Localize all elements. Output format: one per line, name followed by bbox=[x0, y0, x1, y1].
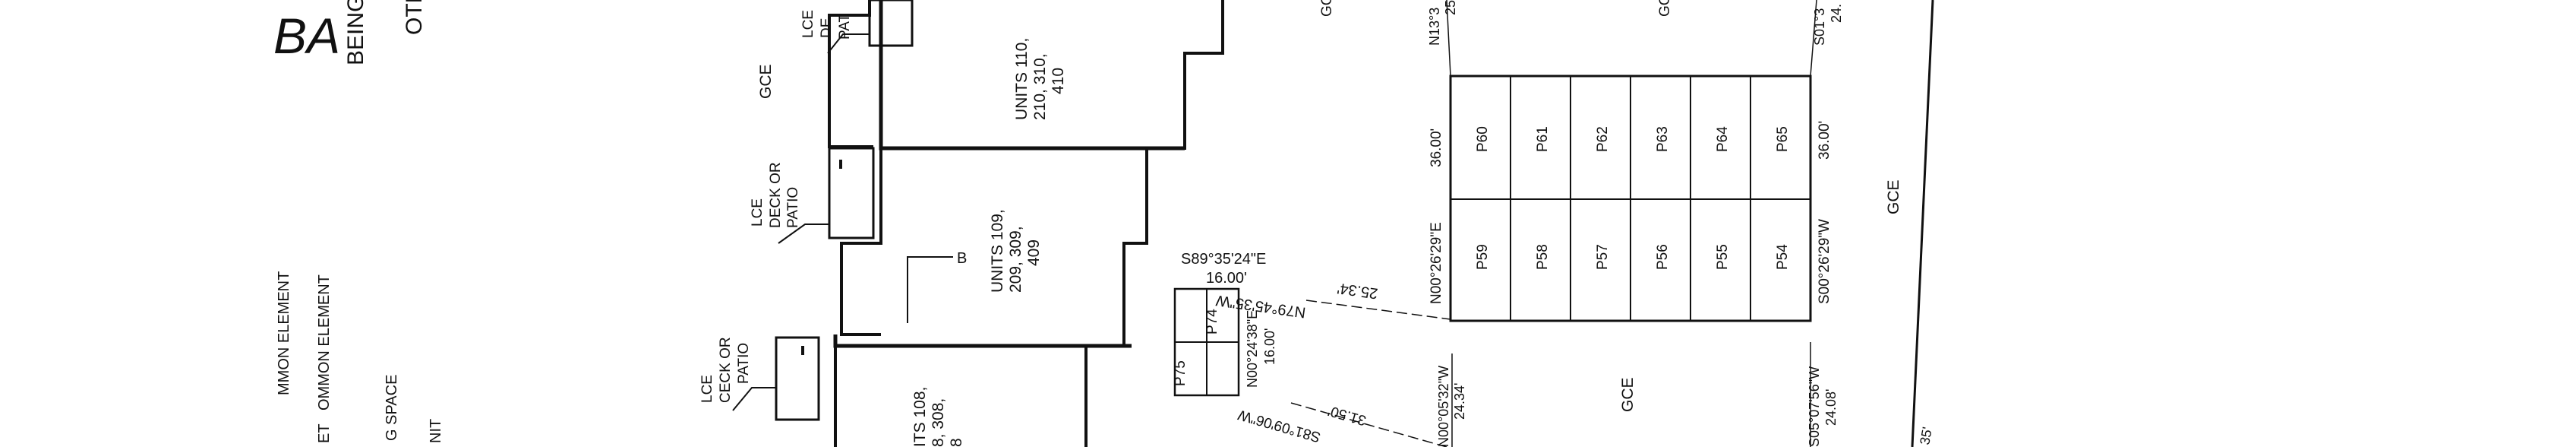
legend-item: ET bbox=[316, 423, 333, 443]
parking-space: P65 bbox=[1775, 126, 1791, 152]
bearing-s81: S81°09'06"W 31.50' bbox=[1236, 402, 1447, 447]
legend-item: MMON ELEMENT bbox=[276, 271, 292, 395]
svg-text:PATIO: PATIO bbox=[785, 187, 801, 228]
parking-space: P56 bbox=[1655, 244, 1671, 270]
units-108-label: ITS 108, 8, 308, 8 bbox=[911, 387, 965, 447]
svg-text:16.00': 16.00' bbox=[1206, 270, 1247, 287]
svg-text:N79°45'35"W: N79°45'35"W bbox=[1215, 291, 1307, 320]
svg-text:S05°07'56"W: S05°07'56"W bbox=[1807, 366, 1822, 447]
parking-space: P62 bbox=[1595, 126, 1611, 152]
bearing-bottom-dist: 35' bbox=[1917, 426, 1935, 446]
svg-text:LCE: LCE bbox=[699, 375, 715, 403]
svg-text:UNITS 110,: UNITS 110, bbox=[1013, 38, 1031, 120]
parking-space: P61 bbox=[1535, 126, 1551, 152]
section-b-marker: B bbox=[907, 250, 967, 323]
gcu-label-top: GCI bbox=[1657, 0, 1673, 17]
svg-text:S89°35'24"E: S89°35'24"E bbox=[1181, 251, 1266, 268]
svg-text:S00°26'29"W: S00°26'29"W bbox=[1817, 219, 1833, 304]
parking-space: P64 bbox=[1715, 126, 1731, 152]
title-big: BA bbox=[273, 8, 340, 64]
svg-text:ITS 108,: ITS 108, bbox=[911, 387, 929, 447]
gc-label-top: GC bbox=[1319, 0, 1335, 17]
bearing-s89: S89°35'24"E 16.00' bbox=[1181, 251, 1266, 287]
parking-space: P55 bbox=[1715, 244, 1731, 270]
svg-text:409: 409 bbox=[1025, 239, 1043, 266]
bearing-n00-26: N00°26'29"E 36.00' bbox=[1428, 128, 1444, 304]
bearing-s01: S01°3 24. bbox=[1812, 4, 1844, 46]
svg-text:25.34': 25.34' bbox=[1336, 280, 1378, 302]
svg-text:35': 35' bbox=[1917, 426, 1935, 446]
svg-text:S01°3: S01°3 bbox=[1812, 8, 1827, 46]
gce-label-left: GCE bbox=[757, 64, 775, 99]
svg-text:209, 309,: 209, 309, bbox=[1007, 226, 1024, 293]
svg-text:16.00': 16.00' bbox=[1262, 328, 1277, 365]
svg-text:N00°26'29"E: N00°26'29"E bbox=[1428, 222, 1444, 304]
svg-text:8: 8 bbox=[948, 438, 965, 447]
parking-labels-top: P60 P61 P62 P63 P64 P65 bbox=[1475, 126, 1791, 152]
svg-text:PAT: PAT bbox=[837, 13, 853, 40]
svg-text:S81°09'06"W: S81°09'06"W bbox=[1236, 406, 1322, 445]
lce-label-low: LCE CECK OR PATIO bbox=[699, 337, 776, 411]
parking-space: P54 bbox=[1775, 244, 1791, 270]
parking-space: P57 bbox=[1595, 244, 1611, 270]
svg-text:LCE: LCE bbox=[800, 10, 816, 38]
svg-text:CECK OR: CECK OR bbox=[718, 337, 734, 403]
bearing-n00-05: N00°05'32"W 24.34' bbox=[1436, 353, 1467, 447]
bearing-s05-07: S05°07'56"W 24.08' bbox=[1807, 342, 1839, 447]
lce-patio-boxes bbox=[775, 0, 914, 421]
svg-text:N00°24'38"E: N00°24'38"E bbox=[1245, 310, 1260, 388]
gce-label-bottom: GCE bbox=[1619, 377, 1637, 412]
legend-item: OMMON ELEMENT bbox=[316, 274, 333, 411]
svg-text:LCE: LCE bbox=[750, 198, 766, 227]
svg-text:25: 25 bbox=[1443, 0, 1458, 15]
svg-text:210, 310,: 210, 310, bbox=[1031, 53, 1049, 120]
title-sub2: OTH bbox=[402, 0, 427, 35]
units-109-label: UNITS 109, 209, 309, 409 bbox=[989, 209, 1043, 293]
units-110-label: UNITS 110, 210, 310, 410 bbox=[1013, 38, 1067, 120]
svg-text:31.50': 31.50' bbox=[1326, 402, 1368, 428]
svg-text:DECK OR: DECK OR bbox=[768, 162, 784, 228]
svg-text:410: 410 bbox=[1050, 68, 1067, 94]
lce-label-top: LCE DE PAT bbox=[800, 10, 870, 54]
svg-text:B: B bbox=[957, 250, 967, 267]
parking-small-block: P74 P75 bbox=[1173, 287, 1240, 397]
svg-text:24.34': 24.34' bbox=[1452, 383, 1467, 420]
parking-space: P58 bbox=[1535, 244, 1551, 270]
title-sub1: BEING bbox=[343, 0, 368, 65]
svg-text:DE: DE bbox=[819, 18, 835, 38]
lce-label-mid: LCE DECK OR PATIO bbox=[750, 162, 829, 244]
parking-space: P63 bbox=[1655, 126, 1671, 152]
svg-text:8, 308,: 8, 308, bbox=[930, 398, 947, 447]
svg-text:24.08': 24.08' bbox=[1823, 389, 1839, 426]
gce-label-right: GCE bbox=[1885, 179, 1902, 214]
bearing-n13: N13°3 25 bbox=[1427, 0, 1458, 46]
bearing-s00-26: S00°26'29"W 36.00' bbox=[1817, 121, 1833, 304]
property-line bbox=[1911, 0, 1934, 447]
svg-text:UNITS 109,: UNITS 109, bbox=[989, 209, 1006, 293]
svg-text:N13°3: N13°3 bbox=[1427, 8, 1442, 46]
svg-text:N00°05'32"W: N00°05'32"W bbox=[1436, 366, 1451, 447]
parking-grid bbox=[1446, 0, 1817, 322]
svg-text:36.00': 36.00' bbox=[1428, 128, 1444, 167]
svg-text:36.00': 36.00' bbox=[1817, 121, 1833, 160]
parking-space: P60 bbox=[1475, 126, 1491, 152]
building-outline bbox=[828, 0, 1224, 447]
svg-text:PATIO: PATIO bbox=[736, 343, 752, 384]
legend-item: G SPACE bbox=[384, 375, 400, 441]
parking-space: P75 bbox=[1173, 360, 1189, 386]
parking-space: P59 bbox=[1475, 244, 1491, 270]
bearing-n00-24: N00°24'38"E 16.00' bbox=[1245, 310, 1277, 388]
svg-text:24.: 24. bbox=[1829, 4, 1844, 23]
legend-item: NIT bbox=[428, 419, 444, 443]
parking-space: P74 bbox=[1204, 309, 1220, 334]
parking-labels-bottom: P59 P58 P57 P56 P55 P54 bbox=[1475, 244, 1791, 270]
